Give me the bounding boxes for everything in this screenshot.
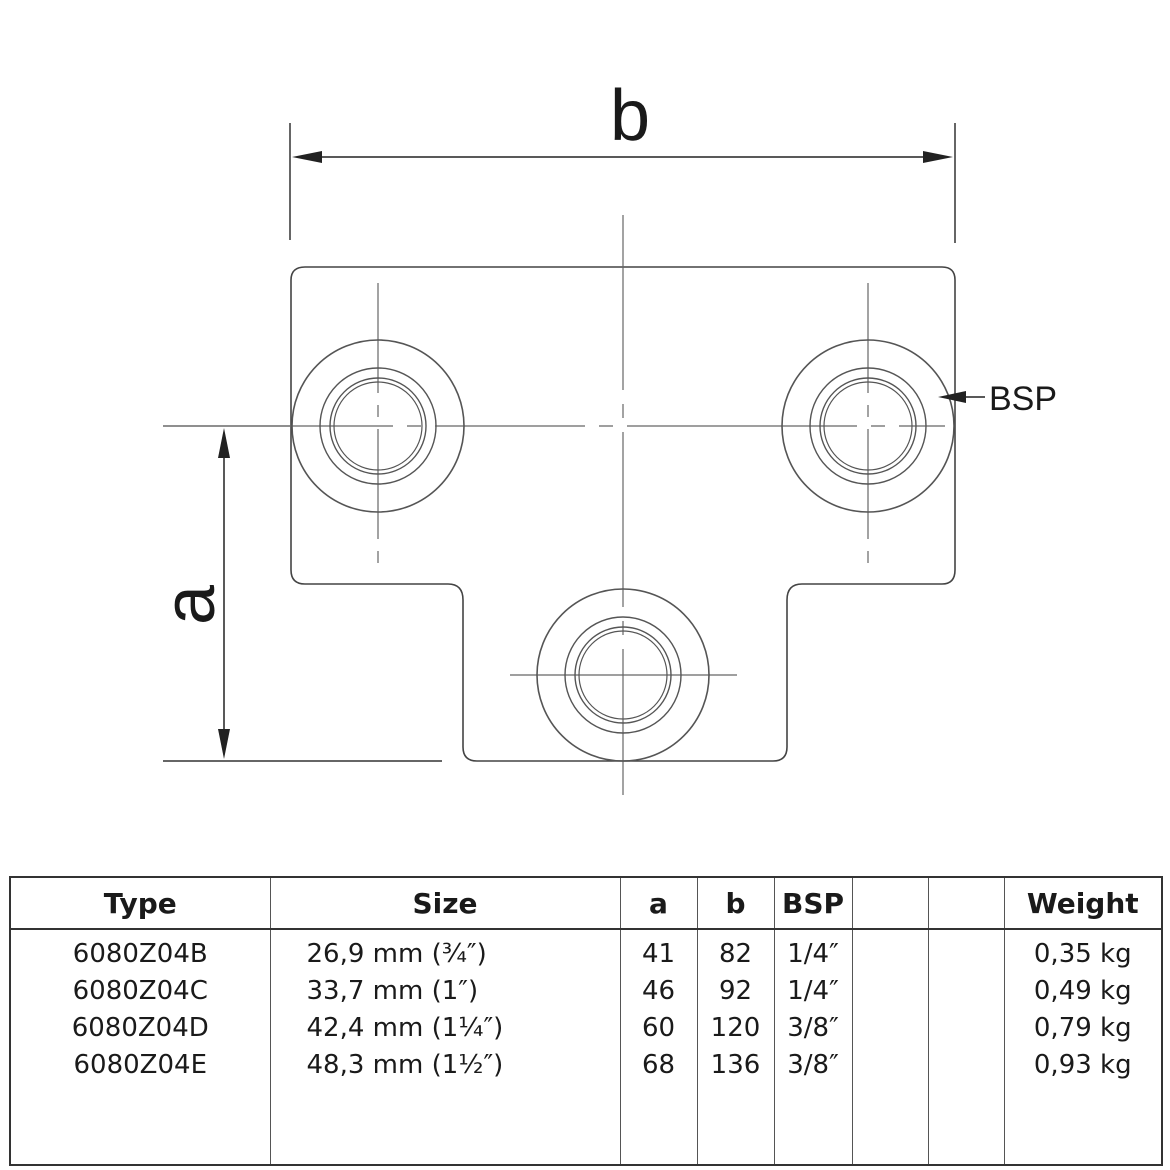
- header-size: Size: [269, 877, 620, 930]
- cell-size: 26,9 mm (¾″): [306, 939, 487, 969]
- dimension-a-label: a: [150, 584, 230, 625]
- column-weight: 0,35 kg 0,49 kg 0,79 kg 0,93 kg: [1003, 929, 1162, 1165]
- right-port: [781, 339, 955, 513]
- bsp-callout: BSP: [938, 380, 1057, 418]
- cell-b: 136: [710, 1050, 761, 1080]
- cell-b: 82: [718, 939, 753, 969]
- cell-a: 60: [641, 1013, 676, 1043]
- column-bsp: 1/4″ 1/4″ 3/8″ 3/8″: [773, 929, 852, 1165]
- cell-a: 46: [641, 976, 676, 1006]
- header-type: Type: [10, 877, 270, 930]
- cell-size: 33,7 mm (1″): [306, 976, 479, 1006]
- header-blank-1: [851, 877, 928, 930]
- table-body: 6080Z04B 6080Z04C 6080Z04D 6080Z04E 26,9…: [10, 929, 1162, 1165]
- column-type: 6080Z04B 6080Z04C 6080Z04D 6080Z04E: [10, 929, 270, 1165]
- dimension-b-label: b: [610, 76, 650, 156]
- cell-weight: 0,49 kg: [1033, 976, 1132, 1006]
- column-blank-2: [927, 929, 1004, 1165]
- tee-fitting-drawing: b a B: [150, 76, 1057, 795]
- table-header-row: Type Size a b BSP Weight: [10, 877, 1162, 930]
- header-a: a: [619, 877, 697, 930]
- dimension-b: b: [289, 76, 956, 243]
- column-blank-1: [851, 929, 928, 1165]
- column-size: 26,9 mm (¾″) 33,7 mm (1″) 42,4 mm (1¼″) …: [269, 929, 620, 1165]
- header-weight: Weight: [1003, 877, 1162, 930]
- cell-size: 42,4 mm (1¼″): [306, 1013, 504, 1043]
- cell-bsp: 1/4″: [787, 939, 839, 969]
- tee-outline: [290, 266, 956, 762]
- center-lines: [163, 215, 945, 795]
- dimension-a: a: [150, 425, 442, 762]
- cell-bsp: 3/8″: [787, 1013, 839, 1043]
- header-b: b: [696, 877, 774, 930]
- left-port: [291, 339, 465, 513]
- cell-weight: 0,35 kg: [1033, 939, 1132, 969]
- cell-bsp: 1/4″: [787, 976, 839, 1006]
- cell-size: 48,3 mm (1½″): [306, 1050, 504, 1080]
- cell-type: 6080Z04C: [72, 976, 208, 1006]
- cell-bsp: 3/8″: [787, 1050, 839, 1080]
- header-blank-2: [927, 877, 1004, 930]
- cell-type: 6080Z04E: [73, 1050, 208, 1080]
- cell-weight: 0,93 kg: [1033, 1050, 1132, 1080]
- bsp-label: BSP: [989, 380, 1057, 418]
- cell-a: 41: [641, 939, 676, 969]
- spec-table: Type Size a b BSP Weight 6080Z04B 6080Z0…: [9, 876, 1163, 1166]
- cell-b: 92: [718, 976, 753, 1006]
- cell-a: 68: [641, 1050, 676, 1080]
- cell-type: 6080Z04B: [72, 939, 208, 969]
- cell-weight: 0,79 kg: [1033, 1013, 1132, 1043]
- bottom-port: [536, 588, 710, 762]
- cell-type: 6080Z04D: [71, 1013, 209, 1043]
- spec-table-container: Type Size a b BSP Weight 6080Z04B 6080Z0…: [9, 876, 1163, 1166]
- cell-b: 120: [710, 1013, 761, 1043]
- column-b: 82 92 120 136: [696, 929, 774, 1165]
- header-bsp: BSP: [773, 877, 852, 930]
- column-a: 41 46 60 68: [619, 929, 697, 1165]
